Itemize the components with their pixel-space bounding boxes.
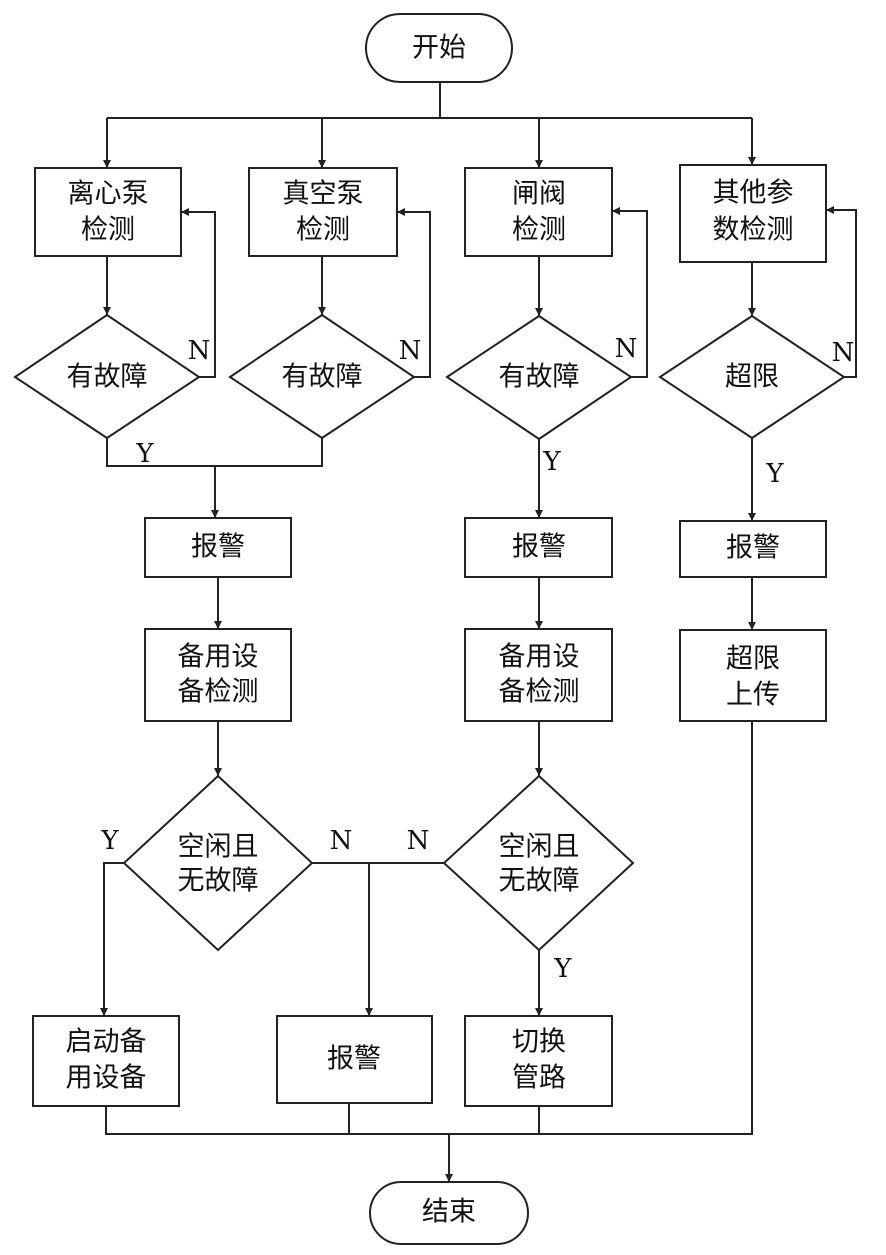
standby-middle-line-1: 备用设 — [499, 642, 580, 673]
switch-pipe-box: 切换 管路 — [464, 1015, 613, 1107]
alarm-middle-label: 报警 — [512, 532, 566, 563]
vacuum-check-line-2: 检测 — [296, 215, 350, 246]
start-standby-line-1: 启动备 — [66, 1027, 147, 1058]
centrifugal-fault-label: 有故障 — [67, 362, 148, 393]
idle-middle-line-2: 无故障 — [499, 866, 580, 897]
idle-left-line-1: 空闲且 — [178, 832, 259, 863]
upload-line-2: 上传 — [726, 680, 780, 711]
idle-left-line-2: 无故障 — [178, 866, 259, 897]
idle-decision-middle: 空闲且 无故障 — [442, 774, 635, 952]
standby-check-box-left: 备用设 备检测 — [144, 628, 292, 722]
no-label-vacuum: N — [399, 336, 422, 366]
overlimit-upload-box: 超限 上传 — [679, 629, 827, 722]
alarm-left-label: 报警 — [191, 532, 245, 563]
standby-left-line-1: 备用设 — [178, 642, 259, 673]
standby-check-box-middle: 备用设 备检测 — [464, 628, 613, 722]
vacuum-check-line-1: 真空泵 — [283, 179, 364, 210]
centrifugal-pump-check-box: 离心泵 检测 — [34, 167, 182, 257]
valve-check-line-2: 检测 — [512, 215, 566, 246]
centrifugal-fault-decision: 有故障 — [13, 313, 201, 440]
connectors — [100, 82, 857, 1182]
no-label-valve: N — [615, 334, 638, 364]
branch-labels: N N N N Y Y Y Y N N Y — [100, 334, 854, 984]
centrifugal-check-line-1: 离心泵 — [68, 179, 149, 210]
no-label-idle-middle: N — [407, 826, 430, 856]
other-check-line-1: 其他参 — [713, 178, 794, 209]
start-standby-box: 启动备 用设备 — [32, 1015, 180, 1107]
yes-label-idle-left: Y — [100, 826, 119, 856]
valve-check-line-1: 闸阀 — [512, 179, 566, 210]
idle-decision-left: 空闲且 无故障 — [122, 774, 314, 952]
start-label: 开始 — [412, 33, 466, 64]
alarm-right-label: 报警 — [726, 533, 780, 564]
yes-label-valve: Y — [542, 447, 561, 477]
overlimit-label: 超限 — [725, 362, 779, 393]
standby-left-line-2: 备检测 — [178, 677, 259, 708]
yes-label-idle-middle: Y — [553, 954, 572, 984]
alarm-box-right: 报警 — [679, 520, 827, 578]
switch-pipe-line-2: 管路 — [512, 1063, 566, 1094]
standby-middle-line-2: 备检测 — [499, 677, 580, 708]
alarm-box-bottom: 报警 — [276, 1015, 433, 1104]
vacuum-fault-decision: 有故障 — [228, 313, 416, 440]
yes-label-overlimit: Y — [765, 459, 784, 489]
upload-line-1: 超限 — [726, 644, 780, 675]
no-label-idle-left: N — [330, 826, 353, 856]
vacuum-fault-label: 有故障 — [282, 362, 363, 393]
overlimit-decision: 超限 — [658, 314, 846, 440]
idle-middle-line-1: 空闲且 — [499, 832, 580, 863]
vacuum-pump-check-box: 真空泵 检测 — [248, 167, 398, 257]
other-params-check-box: 其他参 数检测 — [679, 164, 827, 263]
valve-fault-label: 有故障 — [499, 362, 580, 393]
gate-valve-check-box: 闸阀 检测 — [464, 167, 613, 257]
alarm-box-left: 报警 — [144, 517, 292, 578]
centrifugal-check-line-2: 检测 — [81, 215, 135, 246]
alarm-bottom-label: 报警 — [327, 1044, 381, 1075]
alarm-box-middle: 报警 — [464, 517, 613, 578]
end-terminal: 结束 — [369, 1181, 529, 1245]
yes-label-pumps: Y — [135, 439, 154, 469]
switch-pipe-line-1: 切换 — [512, 1027, 566, 1058]
start-terminal: 开始 — [365, 13, 513, 83]
end-label: 结束 — [422, 1197, 476, 1228]
start-standby-line-2: 用设备 — [66, 1063, 147, 1094]
no-label-other: N — [832, 338, 855, 368]
no-label-centrifugal: N — [188, 336, 211, 366]
valve-fault-decision: 有故障 — [445, 314, 633, 441]
other-check-line-2: 数检测 — [713, 215, 794, 246]
